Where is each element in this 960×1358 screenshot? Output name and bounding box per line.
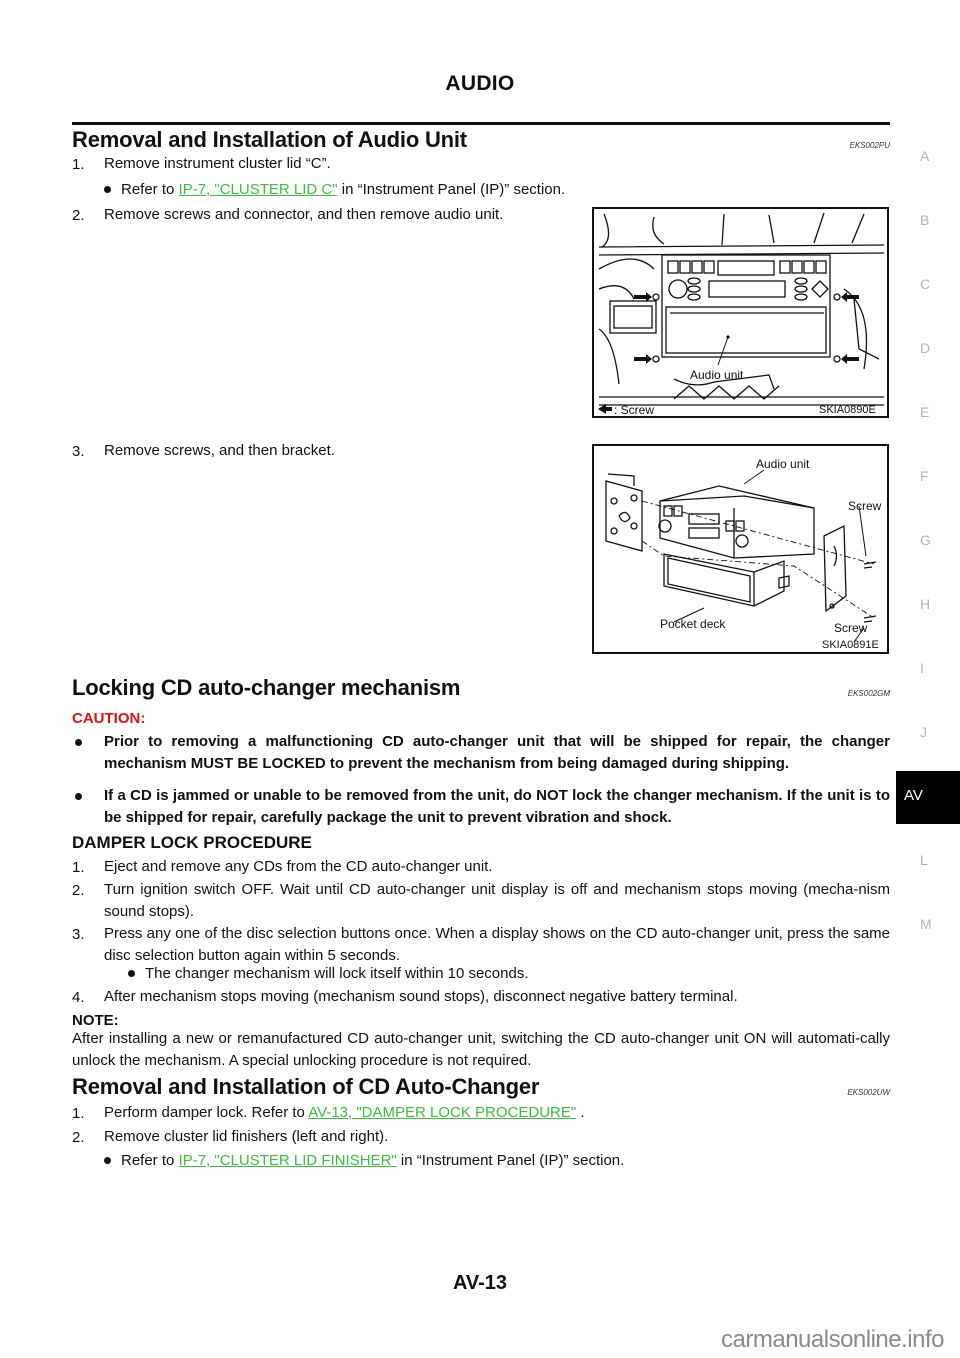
bullet-item: The changer mechanism will lock itself w… <box>128 965 529 982</box>
bullet-icon <box>104 185 111 193</box>
audio-unit-illustration-icon: Audio unit : Screw SKIA0890E <box>598 212 885 417</box>
step-number: 3. <box>72 926 85 943</box>
bullet-item: Refer to IP-7, "CLUSTER LID C" in “Instr… <box>104 181 565 198</box>
caution-item: If a CD is jammed or unable to be remove… <box>72 785 890 829</box>
step-text: Eject and remove any CDs from the CD aut… <box>104 858 493 875</box>
side-index-l[interactable]: L <box>920 852 928 868</box>
svg-text:Audio unit: Audio unit <box>756 457 810 471</box>
section-code: EKS002UW <box>847 1088 890 1097</box>
step-text: Remove screws and connector, and then re… <box>104 206 504 223</box>
step-number: 1. <box>72 156 85 173</box>
link-damper-lock-procedure[interactable]: AV-13, "DAMPER LOCK PROCEDURE" <box>308 1104 577 1121</box>
side-index-f[interactable]: F <box>920 468 929 484</box>
section-title-locking: Locking CD auto-changer mechanism <box>72 675 461 700</box>
bullet-item: Refer to IP-7, "CLUSTER LID FINISHER" in… <box>104 1152 624 1169</box>
figure-audio-unit-front: Audio unit : Screw SKIA0890E <box>592 207 889 418</box>
step-text: Remove instrument cluster lid “C”. <box>104 155 331 172</box>
bullet-text: in “Instrument Panel (IP)” section. <box>337 181 566 198</box>
figure-audio-unit-bracket: Audio unit Screw Pocket deck Screw SKIA0… <box>592 444 889 654</box>
header-rule <box>72 122 890 125</box>
section-code: EKS002PU <box>849 141 890 150</box>
side-index-c[interactable]: C <box>920 276 931 292</box>
step-number: 2. <box>72 1129 85 1146</box>
side-index-av-active[interactable]: AV <box>896 771 960 824</box>
step-number: 2. <box>72 882 85 899</box>
figure-label: Audio unit <box>690 368 744 382</box>
side-index-m[interactable]: M <box>920 916 932 932</box>
note-text: After installing a new or remanufactured… <box>72 1030 890 1069</box>
link-cluster-lid-c[interactable]: IP-7, "CLUSTER LID C" <box>178 181 338 198</box>
step-text: Remove cluster lid finishers (left and r… <box>104 1128 389 1145</box>
svg-text:: Screw: : Screw <box>614 403 654 416</box>
svg-text:Screw: Screw <box>848 499 882 513</box>
step-text: Perform damper lock. Refer to AV-13, "DA… <box>104 1104 585 1121</box>
step-text: Press any one of the disc selection butt… <box>104 925 890 964</box>
watermark: carmanualsonline.info <box>721 1326 944 1353</box>
side-index-h[interactable]: H <box>920 596 931 612</box>
side-index-i[interactable]: I <box>920 660 924 676</box>
page-title: AUDIO <box>445 72 515 95</box>
step-number: 1. <box>72 1105 85 1122</box>
bullet-icon <box>104 1156 111 1164</box>
side-index-d[interactable]: D <box>920 340 931 356</box>
side-index-b[interactable]: B <box>920 212 930 228</box>
note-label: NOTE: <box>72 1012 119 1029</box>
link-cluster-lid-finisher[interactable]: IP-7, "CLUSTER LID FINISHER" <box>178 1152 397 1169</box>
step-number: 3. <box>72 443 85 460</box>
section-title-audio-unit: Removal and Installation of Audio Unit <box>72 127 467 152</box>
section-code: EKS002GM <box>847 689 890 698</box>
bullet-icon <box>75 793 82 800</box>
step-text: Turn ignition switch OFF. Wait until CD … <box>104 881 890 920</box>
bullet-text: Refer to <box>121 181 179 198</box>
step-number: 4. <box>72 989 85 1006</box>
step-text: Remove screws, and then bracket. <box>104 442 335 459</box>
bullet-icon <box>128 969 135 977</box>
page-number: AV-13 <box>452 1272 508 1294</box>
bracket-exploded-illustration-icon: Audio unit Screw Pocket deck Screw SKIA0… <box>605 457 882 651</box>
step-text: After mechanism stops moving (mechanism … <box>104 988 738 1005</box>
side-index-e[interactable]: E <box>920 404 930 420</box>
side-index-j[interactable]: J <box>920 724 927 740</box>
section-title-cd-changer: Removal and Installation of CD Auto-Chan… <box>72 1074 540 1099</box>
svg-text:SKIA0890E: SKIA0890E <box>819 404 876 416</box>
caution-item: Prior to removing a malfunctioning CD au… <box>72 731 890 775</box>
step-number: 2. <box>72 207 85 224</box>
caution-label: CAUTION: <box>72 710 146 727</box>
step-number: 1. <box>72 859 85 876</box>
svg-text:Pocket deck: Pocket deck <box>660 617 726 631</box>
bullet-icon <box>75 739 82 746</box>
side-index-g[interactable]: G <box>920 532 931 548</box>
subsection-title-damper-lock: DAMPER LOCK PROCEDURE <box>72 833 312 852</box>
svg-text:SKIA0891E: SKIA0891E <box>822 639 879 651</box>
svg-text:Screw: Screw <box>834 621 868 635</box>
side-index-a[interactable]: A <box>920 148 930 164</box>
